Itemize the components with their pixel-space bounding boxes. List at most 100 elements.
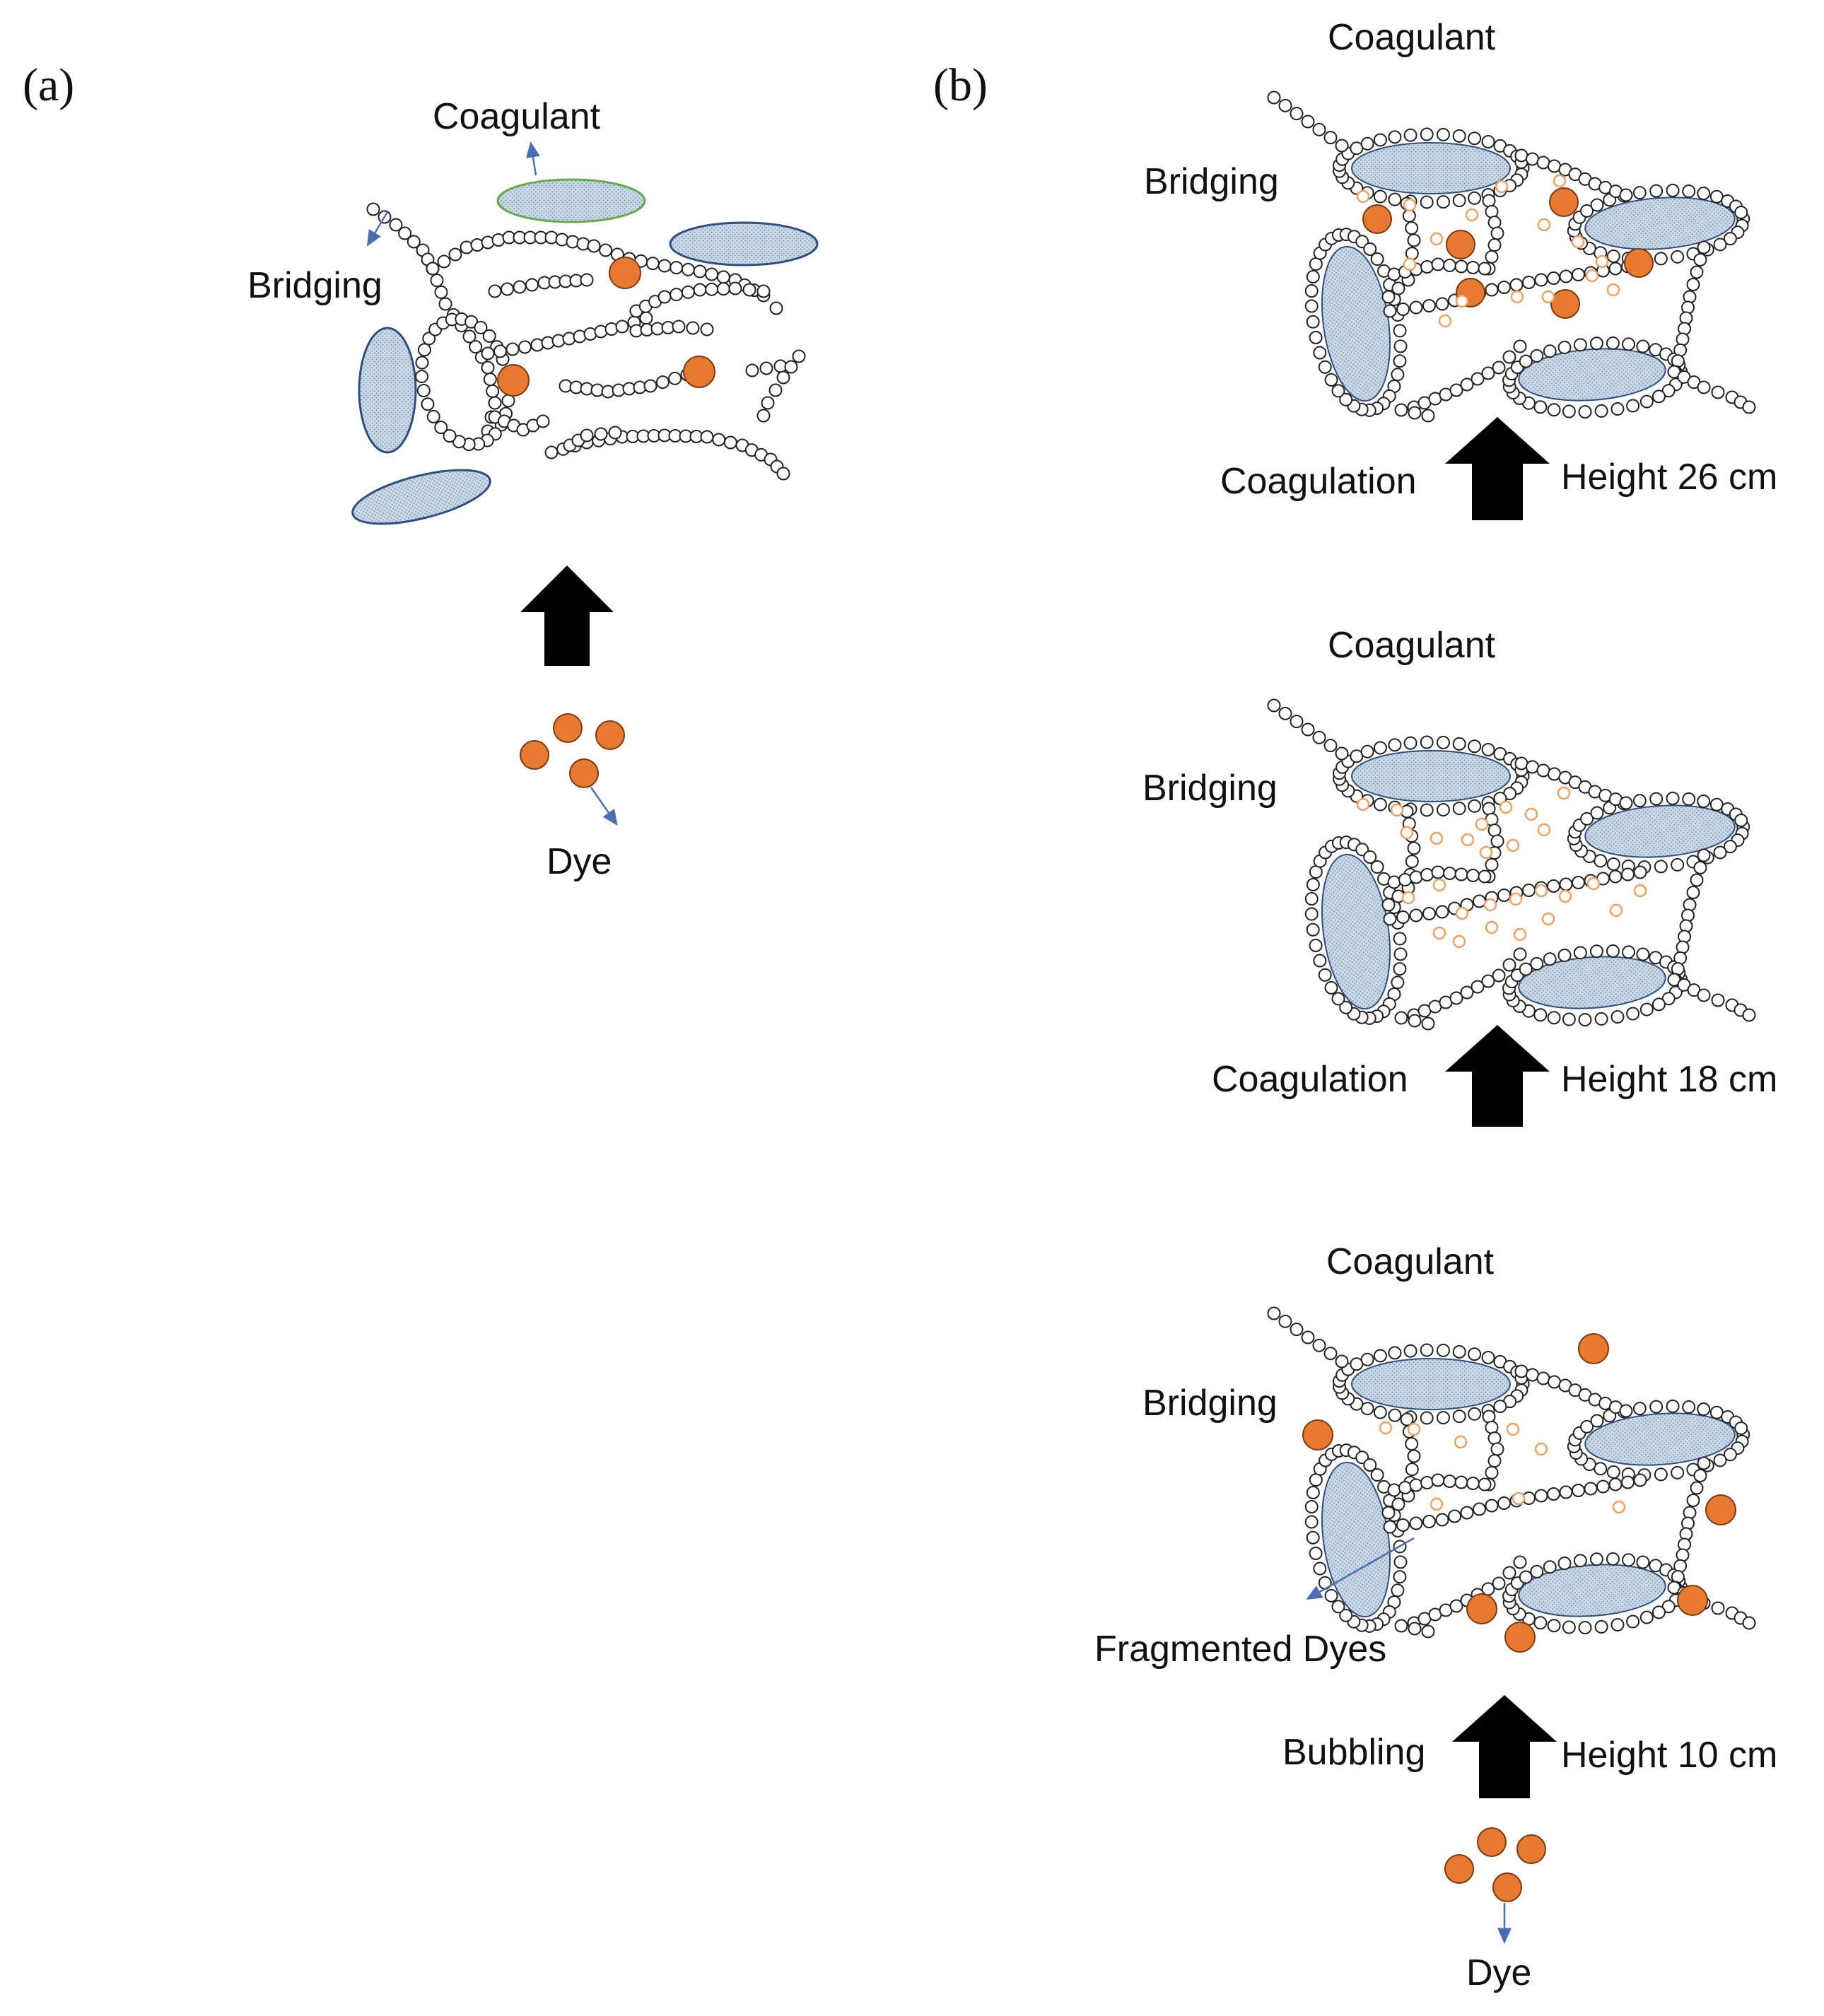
- chain-bead: [1490, 834, 1504, 848]
- chain-bead: [1606, 1552, 1620, 1566]
- chain-bead: [1487, 238, 1502, 252]
- chain-bead: [1514, 1364, 1528, 1378]
- dye-molecule: [1477, 1827, 1507, 1857]
- polymer-chain: [1668, 848, 1711, 987]
- chain-bead: [1403, 128, 1417, 142]
- process-label: Coagulation: [1220, 461, 1417, 502]
- dye-molecule: [1624, 248, 1654, 278]
- chain-bead: [1393, 932, 1407, 946]
- chain-bead: [1393, 354, 1407, 368]
- chain-bead: [1452, 129, 1466, 143]
- chain-bead: [1420, 803, 1434, 817]
- polymer-chain: [1394, 1011, 1435, 1031]
- polymer-chain: [1667, 365, 1756, 414]
- dye-fragment: [1403, 198, 1417, 212]
- chain-bead: [415, 356, 429, 370]
- dye-molecule: [1550, 289, 1580, 319]
- chain-bead: [1661, 384, 1676, 398]
- chain-bead: [1608, 1477, 1623, 1492]
- chain-bead: [1693, 1469, 1707, 1482]
- chain-bead: [1639, 394, 1654, 409]
- chain-bead: [1697, 187, 1711, 201]
- chain-bead: [1290, 715, 1304, 729]
- chain-bead: [1363, 850, 1377, 864]
- chain-bead: [1339, 392, 1353, 406]
- chain-bead: [1633, 1473, 1647, 1487]
- chain-bead: [1513, 339, 1527, 353]
- dye-fragment: [1479, 845, 1493, 860]
- chain-bead: [1742, 1008, 1756, 1022]
- chain-bead: [1391, 281, 1405, 295]
- dye-fragment: [1465, 208, 1479, 222]
- chain-bead: [566, 235, 580, 249]
- chain-bead: [1421, 1016, 1435, 1031]
- chain-bead: [1562, 404, 1576, 418]
- bridging-label: Bridging: [247, 265, 382, 306]
- chain-bead: [544, 230, 559, 245]
- chain-bead: [1594, 1619, 1608, 1634]
- floc: [1267, 90, 1756, 423]
- coagulant-particle: [496, 178, 646, 223]
- chain-bead: [469, 340, 483, 354]
- panel-b-label: (b): [933, 59, 988, 111]
- chain-bead: [1409, 300, 1423, 315]
- chain-bead: [580, 428, 594, 443]
- chain-bead: [1711, 385, 1725, 399]
- chain-bead: [1387, 1483, 1401, 1497]
- chain-bead: [1606, 944, 1620, 958]
- chain-bead: [1473, 1502, 1486, 1516]
- chain-bead: [366, 202, 380, 216]
- chain-bead: [693, 283, 707, 297]
- chain-bead: [1383, 1520, 1397, 1534]
- chain-bead: [1713, 1453, 1727, 1467]
- dye-fragment: [1633, 884, 1647, 898]
- chain-bead: [1422, 907, 1436, 920]
- chain-bead: [1686, 886, 1700, 899]
- chain-bead: [1559, 269, 1573, 283]
- chain-bead: [1519, 962, 1533, 976]
- chain-bead: [1514, 148, 1528, 163]
- chain-bead: [1547, 879, 1560, 893]
- chain-bead: [1381, 290, 1396, 304]
- chain-bead: [1580, 204, 1594, 218]
- chain-bead: [700, 322, 714, 336]
- chain-bead: [1409, 908, 1423, 922]
- dye-molecule: [497, 364, 530, 397]
- dye-molecule: [1705, 1494, 1736, 1525]
- dye-fragment: [1606, 283, 1620, 297]
- chain-bead: [1278, 98, 1292, 112]
- chain-bead: [1323, 131, 1338, 145]
- chain-bead: [1422, 1515, 1436, 1528]
- chain-bead: [1697, 795, 1711, 809]
- chain-bead: [1589, 336, 1603, 351]
- chain-bead: [792, 349, 806, 363]
- polymer-ring: [1304, 228, 1408, 417]
- dye-molecule: [1492, 1873, 1522, 1902]
- chain-bead: [1671, 1465, 1685, 1479]
- coagulant-particle: [1584, 1412, 1736, 1466]
- chain-bead: [1632, 186, 1647, 200]
- dye-fragment: [1609, 903, 1623, 918]
- chain-bead: [1304, 299, 1319, 313]
- chain-bead: [1460, 377, 1474, 392]
- dye-fragment: [1485, 920, 1499, 934]
- chain-bead: [723, 435, 737, 450]
- chain-bead: [1323, 1347, 1338, 1361]
- chain-bead: [1594, 1012, 1608, 1026]
- chain-bead: [1734, 813, 1748, 827]
- chain-bead: [1666, 183, 1680, 197]
- chain-bead: [481, 361, 495, 375]
- chain-bead: [1548, 159, 1561, 173]
- floc: [1267, 698, 1756, 1031]
- chain-bead: [1394, 1619, 1408, 1633]
- chain-bead: [1436, 195, 1450, 209]
- chain-bead: [1468, 131, 1482, 146]
- chain-bead: [1324, 980, 1338, 995]
- chain-bead: [1589, 1552, 1603, 1566]
- chain-bead: [1398, 1481, 1412, 1494]
- chain-bead: [541, 336, 555, 350]
- chain-bead: [776, 370, 790, 385]
- chain-bead: [1676, 1548, 1690, 1562]
- chain-bead: [1713, 845, 1727, 860]
